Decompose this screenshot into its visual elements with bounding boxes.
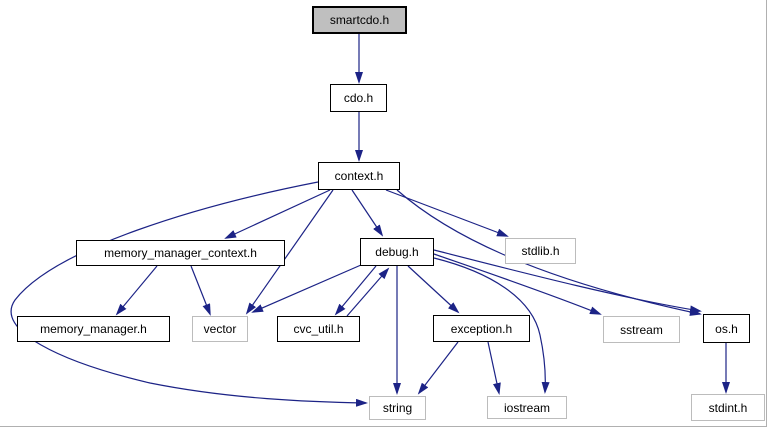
edge-context-to-stdlib: [385, 189, 509, 237]
node-label-string: string: [382, 401, 413, 415]
edge-context-to-string: [10, 181, 368, 407]
node-label-debug: debug.h: [375, 245, 419, 259]
edge-debug-to-iostream: [433, 257, 550, 394]
node-mmctx[interactable]: memory_manager_context.h: [76, 240, 285, 266]
edge-mmctx-to-memory_manager: [115, 265, 158, 316]
node-sstream[interactable]: sstream: [603, 316, 680, 343]
edge-debug-to-sstream: [433, 253, 602, 315]
node-label-iostream: iostream: [503, 400, 550, 415]
node-exception[interactable]: exception.h: [433, 315, 530, 342]
node-cvc_util[interactable]: cvc_util.h: [277, 316, 360, 342]
node-label-context: context.h: [334, 169, 384, 183]
edge-context-to-debug: [351, 189, 384, 237]
edge-mmctx-to-vector: [190, 265, 211, 316]
node-label-mmctx: memory_manager_context.h: [104, 246, 257, 260]
node-stdint[interactable]: stdint.h: [691, 394, 765, 421]
node-label-cvc_util: cvc_util.h: [293, 322, 344, 336]
node-memory_manager[interactable]: memory_manager.h: [17, 316, 170, 342]
edge-context-to-vector: [245, 189, 334, 315]
node-label-stdint: stdint.h: [708, 400, 748, 415]
node-cdo[interactable]: cdo.h: [330, 84, 387, 112]
edge-debug-to-os: [433, 249, 702, 314]
node-label-os: os.h: [715, 321, 738, 336]
edge-exception-to-iostream: [487, 341, 501, 395]
edge-debug-to-vector: [251, 264, 362, 313]
node-os[interactable]: os.h: [703, 314, 750, 343]
node-stdlib[interactable]: stdlib.h: [505, 238, 576, 264]
node-label-exception: exception.h: [450, 321, 513, 336]
node-label-stdlib: stdlib.h: [521, 244, 560, 258]
node-smartcdo[interactable]: smartcdo.h: [312, 6, 407, 34]
node-iostream[interactable]: iostream: [487, 396, 567, 419]
node-vector[interactable]: vector: [192, 316, 248, 342]
edge-exception-to-string: [417, 341, 459, 395]
node-label-smartcdo: smartcdo.h: [329, 13, 390, 27]
edge-cvc_util-to-debug: [346, 267, 390, 317]
edge-debug-to-cvc_util: [334, 265, 377, 316]
edge-context-to-mmctx: [224, 189, 331, 239]
node-debug[interactable]: debug.h: [360, 238, 434, 266]
node-label-vector: vector: [203, 322, 237, 336]
node-label-memory_manager: memory_manager.h: [40, 322, 147, 336]
node-label-sstream: sstream: [620, 322, 663, 337]
node-label-cdo: cdo.h: [343, 91, 374, 105]
node-context[interactable]: context.h: [318, 162, 400, 190]
node-string[interactable]: string: [369, 396, 426, 420]
edge-debug-to-exception: [407, 265, 460, 314]
